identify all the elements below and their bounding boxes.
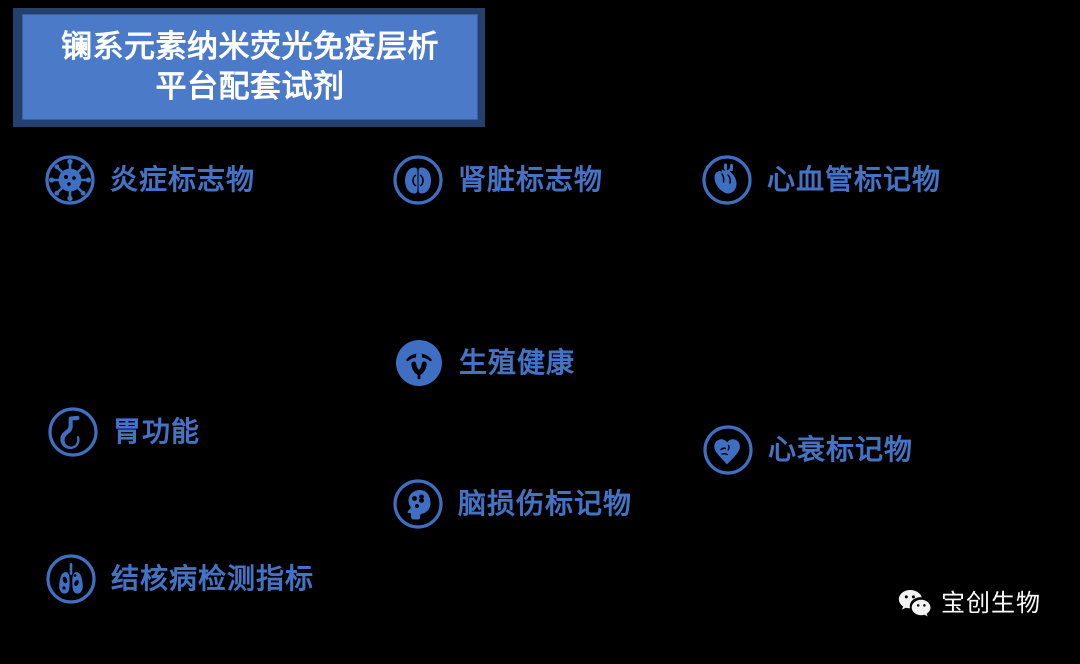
item-kidney-markers[interactable]: 肾脏标志物 <box>392 154 603 206</box>
item-heart-failure-markers[interactable]: 心衰标记物 <box>702 424 913 476</box>
item-stomach-function[interactable]: 胃功能 <box>47 406 200 458</box>
item-label: 心血管标记物 <box>767 164 942 195</box>
item-label: 脑损伤标记物 <box>458 488 633 519</box>
item-tuberculosis-indicators[interactable]: 结核病检测指标 <box>45 553 314 605</box>
stomach-icon <box>48 407 98 457</box>
item-inflammation-markers[interactable]: 炎症标志物 <box>44 154 255 206</box>
wechat-icon <box>898 590 931 617</box>
watermark: 宝创生物 <box>898 589 1041 619</box>
brain-head-icon <box>393 479 443 529</box>
heart-icon <box>703 425 753 475</box>
item-label: 肾脏标志物 <box>458 164 604 195</box>
watermark-label: 宝创生物 <box>941 590 1041 617</box>
page-title: 镧系元素纳米荧光免疫层析 平台配套试剂 <box>61 29 439 104</box>
lungs-icon <box>46 554 96 604</box>
anatomical-heart-icon <box>702 155 752 205</box>
uterus-icon <box>396 340 442 386</box>
item-label: 胃功能 <box>113 416 201 447</box>
virus-icon <box>45 155 95 205</box>
item-brain-injury-markers[interactable]: 脑损伤标记物 <box>392 478 632 530</box>
kidneys-icon <box>393 155 443 205</box>
title-banner: 镧系元素纳米荧光免疫层析 平台配套试剂 <box>13 8 485 127</box>
item-label: 炎症标志物 <box>110 164 256 195</box>
item-label: 心衰标记物 <box>768 434 914 465</box>
item-label: 结核病检测指标 <box>111 563 315 594</box>
item-label: 生殖健康 <box>459 347 576 378</box>
item-reproductive-health[interactable]: 生殖健康 <box>393 337 575 389</box>
item-cardiovascular-markers[interactable]: 心血管标记物 <box>701 154 941 206</box>
